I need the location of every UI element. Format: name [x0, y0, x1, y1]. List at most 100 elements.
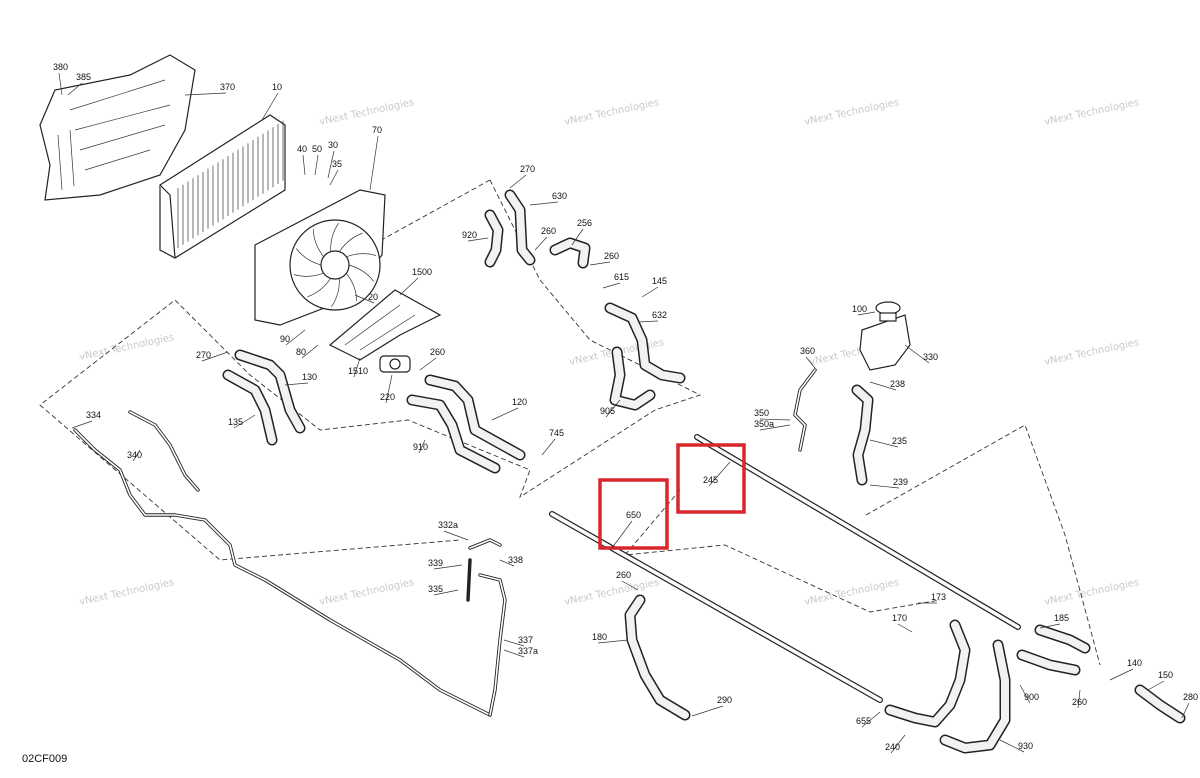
watermark: vNext Technologies [78, 577, 175, 608]
callout-leader [597, 639, 629, 644]
callout-leader [503, 649, 525, 658]
callout-label-337: 337 [518, 635, 533, 645]
hose-135-fill [224, 371, 276, 444]
callout-leader [589, 261, 611, 266]
callout-leader [602, 282, 621, 289]
callout-leaders [58, 72, 1190, 754]
callout-label-270: 270 [196, 350, 211, 360]
callout-leader [1147, 680, 1165, 691]
hose-256-fill [551, 239, 589, 267]
callout-label-350a: 350a [754, 419, 774, 429]
callout-leader [534, 236, 548, 251]
callout-label-140: 140 [1127, 658, 1142, 668]
callout-leader [869, 439, 899, 448]
callout-leader [385, 374, 393, 404]
hoses [222, 189, 1186, 754]
callout-leader [708, 461, 731, 487]
hose-120-fill [426, 376, 524, 459]
callout-label-240: 240 [885, 742, 900, 752]
callout-leader [467, 237, 489, 242]
watermark: vNext Technologies [563, 577, 660, 608]
bracket-1500 [328, 289, 442, 361]
thermostat-220 [379, 355, 411, 373]
callout-label-260: 260 [616, 570, 631, 580]
watermark: vNext Technologies [563, 97, 660, 128]
callout-leader [869, 484, 900, 489]
callout-leader [285, 329, 306, 346]
callout-leader [861, 711, 881, 728]
callout-leader [503, 639, 525, 647]
callout-leader [1181, 702, 1190, 719]
callout-label-905: 905 [600, 406, 615, 416]
fan-blade [307, 278, 331, 298]
callout-leader [897, 623, 913, 633]
callout-label-150: 150 [1158, 670, 1173, 680]
callout-label-655: 655 [856, 716, 871, 726]
callout-label-145: 145 [652, 276, 667, 286]
callout-label-334: 334 [86, 410, 101, 420]
hose-130-fill [236, 351, 304, 432]
watermark: vNext Technologies [1043, 97, 1140, 128]
callout-leader [805, 356, 816, 369]
callout-leader [759, 424, 791, 431]
callout-leader [529, 201, 559, 206]
callout-label-185: 185 [1054, 613, 1069, 623]
hose-240-fill [886, 621, 969, 726]
callout-label-135: 135 [228, 417, 243, 427]
callout-leader [67, 82, 83, 96]
callout-leader [329, 169, 339, 186]
callout-label-900: 900 [1024, 692, 1039, 702]
fan-blade [339, 232, 363, 252]
fan-blade [296, 248, 322, 266]
callout-label-260: 260 [430, 347, 445, 357]
hose-240 [884, 619, 971, 728]
fan-shroud-370 [39, 54, 196, 201]
hose-905-fill [611, 348, 654, 409]
hose-900-fill [1018, 651, 1079, 674]
callout-label-256: 256 [577, 218, 592, 228]
callout-label-235: 235 [892, 436, 907, 446]
callout-leader [509, 174, 527, 189]
callout-leader [433, 564, 463, 570]
coolant-reservoir-330 [859, 301, 911, 371]
callout-label-1510: 1510 [348, 366, 368, 376]
callout-label-90: 90 [280, 334, 290, 344]
callout-label-1500: 1500 [412, 267, 432, 277]
hose-920-fill [486, 211, 502, 266]
callout-label-615: 615 [614, 272, 629, 282]
callout-leader [571, 228, 584, 246]
hose-632-fill [606, 304, 684, 382]
callout-label-70: 70 [372, 125, 382, 135]
callout-label-260: 260 [604, 251, 619, 261]
callout-label-910: 910 [413, 442, 428, 452]
hose-910-fill [408, 396, 499, 472]
highlight-box-245 [676, 443, 746, 514]
highlight-box-650 [598, 478, 669, 550]
fan-blade [331, 278, 340, 308]
fan-blade [348, 264, 374, 282]
callout-label-260: 260 [1072, 697, 1087, 707]
callout-label-50: 50 [312, 144, 322, 154]
callout-label-40: 40 [297, 144, 307, 154]
callout-label-370: 370 [220, 82, 235, 92]
callout-label-632: 632 [652, 310, 667, 320]
callout-label-130: 130 [302, 372, 317, 382]
hose-235-fill [853, 386, 872, 484]
callout-label-180: 180 [592, 632, 607, 642]
callout-label-80: 80 [296, 347, 306, 357]
callout-label-380: 380 [53, 62, 68, 72]
callout-leader [890, 734, 906, 754]
callout-leader [314, 154, 319, 176]
watermark: vNext Technologies [1043, 337, 1140, 368]
watermark: vNext Technologies [78, 332, 175, 363]
callout-leader [491, 407, 519, 421]
callout-label-30: 30 [328, 140, 338, 150]
callout-label-338: 338 [508, 555, 523, 565]
callout-leader [443, 530, 469, 541]
callout-label-170: 170 [892, 613, 907, 623]
callout-leader [904, 344, 930, 364]
callout-label-100: 100 [852, 304, 867, 314]
callout-label-173: 173 [931, 592, 946, 602]
watermark: vNext Technologies [318, 97, 415, 128]
callout-leader [999, 739, 1025, 753]
